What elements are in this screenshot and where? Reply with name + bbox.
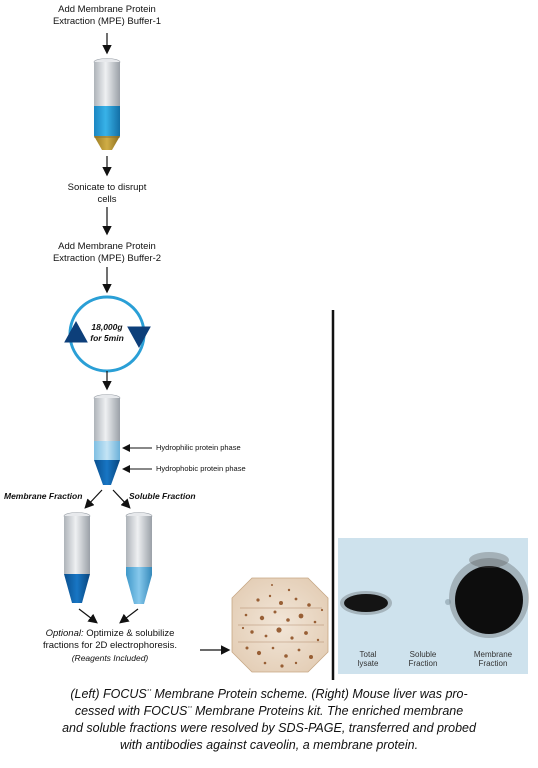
soluble-tube	[125, 512, 153, 604]
2d-gel-image	[231, 577, 329, 673]
arrow-membrane-down	[78, 608, 98, 624]
membrane-fraction-label: Membrane Fraction	[4, 491, 83, 501]
optional-step-text: Optional: Optimize & solubilize fraction…	[20, 628, 200, 664]
centrifuge-icon	[64, 295, 151, 373]
tube-2	[93, 394, 121, 485]
caption-line-3: and soluble fractions were resolved by S…	[62, 721, 476, 735]
step-3-text: Add Membrane Protein Extraction (MPE) Bu…	[52, 241, 162, 264]
band-membrane-fraction	[455, 566, 523, 634]
caption-line-2: cessed with FOCUS¨ Membrane Proteins kit…	[74, 704, 464, 718]
figure-caption: (Left) FOCUS¨ Membrane Protein scheme. (…	[2, 686, 536, 754]
step-2-text: Sonicate to disrupt cells	[67, 182, 147, 205]
arrow-to-membrane	[84, 489, 103, 509]
optional-prefix: Optional:	[45, 628, 84, 639]
caption-line-1: (Left) FOCUS¨ Membrane Protein scheme. (…	[70, 687, 468, 701]
tube-1	[93, 58, 121, 150]
hydrophobic-label: Hydrophobic protein phase	[156, 464, 246, 473]
blot-lane-soluble: Soluble Fraction	[408, 650, 438, 668]
optional-line3: (Reagents Included)	[71, 653, 149, 663]
soluble-fraction-label: Soluble Fraction	[129, 491, 196, 501]
band-total-lysate	[344, 594, 388, 612]
step-1-text: Add Membrane Protein Extraction (MPE) Bu…	[52, 4, 162, 27]
blot-lane-total-lysate: Total lysate	[357, 650, 379, 668]
caption-line-4: with antibodies against caveolin, a memb…	[119, 738, 419, 752]
centrifuge-speed-line2: for 5min	[90, 333, 124, 343]
arrow-to-soluble	[112, 489, 131, 509]
centrifuge-speed: 18,000g for 5min	[82, 322, 132, 344]
arrow-soluble-down	[119, 608, 139, 624]
western-blot	[338, 538, 529, 674]
optional-line2: fractions for 2D electrophoresis.	[42, 640, 178, 651]
optional-line1: Optimize & solubilize	[83, 628, 175, 639]
blot-lane-membrane: Membrane Fraction	[473, 650, 513, 668]
hydrophilic-label: Hydrophilic protein phase	[156, 443, 241, 452]
centrifuge-speed-line1: 18,000g	[91, 322, 123, 332]
membrane-tube	[63, 512, 91, 603]
